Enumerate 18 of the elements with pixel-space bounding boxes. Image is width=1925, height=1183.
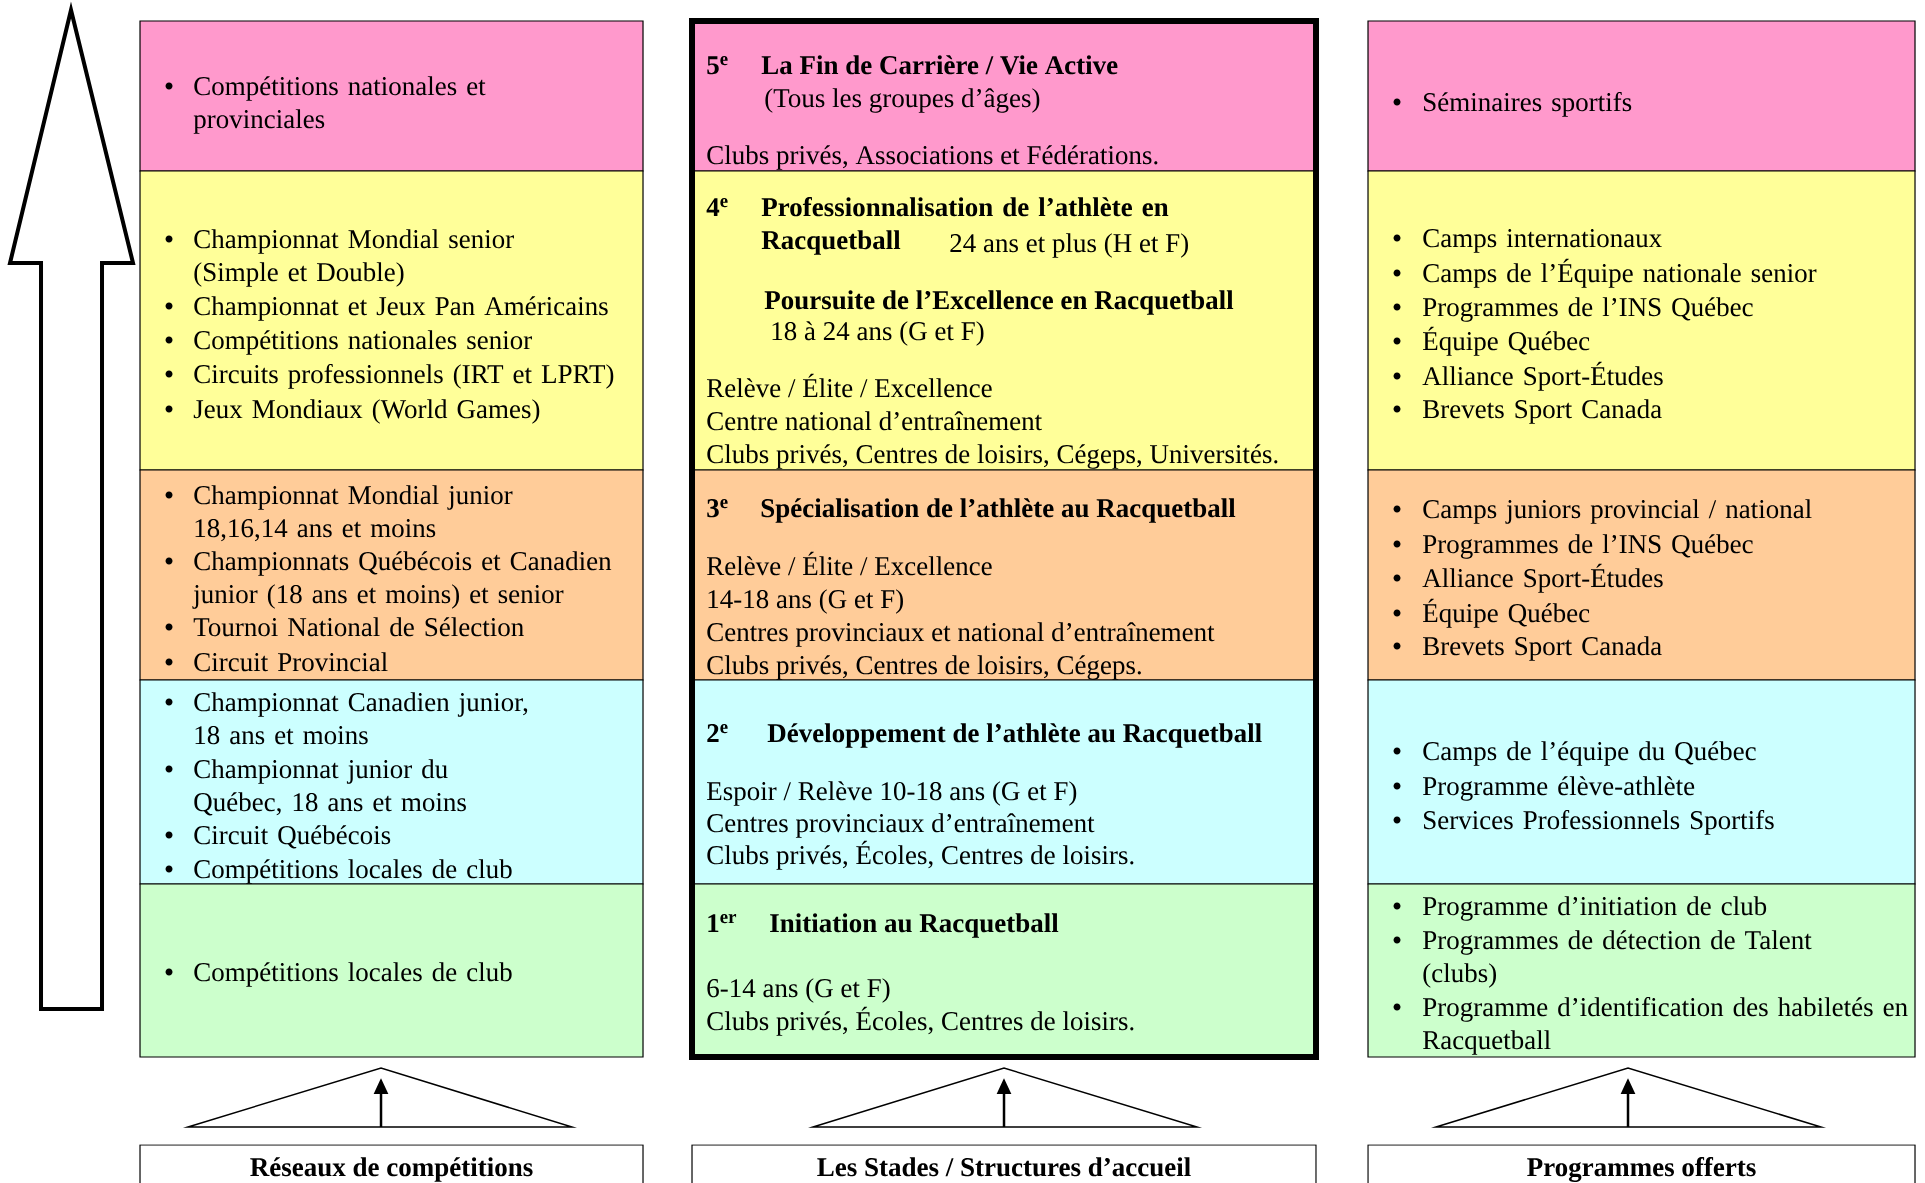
stage-cell: $\mathbf{1}^{\mathbf{er}}$ Initiation au Racquetball 6-14 ans (G et F) Clubs privés, Écoles, Centres de loisirs. [691, 883, 1317, 1058]
list-cell: Championnat Mondial junior 18,16,14 ans et moins Championnats Québécois et Canadien junior (18 ans et moins) et senior Tournoi National de Sélection Circuit Provincial [139, 469, 644, 681]
list-cell: Camps de l’équipe du Québec Programme élève-athlète Services Professionnels Sportifs [1367, 679, 1916, 885]
stage-cell: $\mathbf{2}^{\mathbf{e}}$ Développement de l’athlète au Racquetball Espoir / Relève 10-18 ans (G et F) Centres provinciaux d’entraînement Clubs privés, Écoles, Centres de loisirs. [691, 679, 1317, 885]
list-cell: Compétitions nationales et provinciales [139, 20, 644, 172]
label-box: Les Stades / Structures d’accueil [691, 1144, 1317, 1183]
stage-cell: $\mathbf{4}^{\mathbf{e}}$ Professionnalisation de l’athlète en Racquetball 24 ans et plus (H et F) Poursuite de l’Excellence en Racquetball 18 à 24 ans (G et F) Relève / Élite / Excellence Centre national d’entraînement Clubs privés, Centres de loisirs, Cégeps, Universités. [691, 170, 1317, 471]
label-box: Programmes offerts [1367, 1144, 1916, 1183]
list-cell: Championnat Canadien junior, 18 ans et moins Championnat junior du Québec, 18 ans et moins Circuit Québécois Compétitions locales de club [139, 679, 644, 885]
list-cell: Programme d’initiation de club Programmes de détection de Talent (clubs) Programme d’identification des habiletés en Racquetball [1367, 883, 1916, 1058]
list-cell: Championnat Mondial senior (Simple et Double) Championnat et Jeux Pan Américains Compétitions nationales senior Circuits professionnels (IRT et LPRT) Jeux Mondiaux (World Games) [139, 170, 644, 471]
list-cell: Séminaires sportifs [1367, 20, 1916, 172]
list-cell: Camps juniors provincial / national Programmes de l’INS Québec Alliance Sport-Études Équipe Québec Brevets Sport Canada [1367, 469, 1916, 681]
stage-cell: $\mathbf{3}^{\mathbf{e}}$ Spécialisation de l’athlète au Racquetball Relève / Élite / Excellence 14-18 ans (G et F) Centres provinciaux et national d’entraînement Clubs privés, Centres de loisirs, Cégeps. [691, 469, 1317, 681]
list-cell: Compétitions locales de club [139, 883, 644, 1058]
label-box: Réseaux de compétitions [139, 1144, 644, 1183]
list-cell: Camps internationaux Camps de l’Équipe nationale senior Programmes de l’INS Québec Équipe Québec Alliance Sport-Études Brevets Sport Canada [1367, 170, 1916, 471]
stage-cell: $\mathbf{5}^{\mathbf{e}}$ La Fin de Carrière / Vie Active (Tous les groupes d’âges) Clubs privés, Associations et Fédérations. [691, 20, 1317, 172]
